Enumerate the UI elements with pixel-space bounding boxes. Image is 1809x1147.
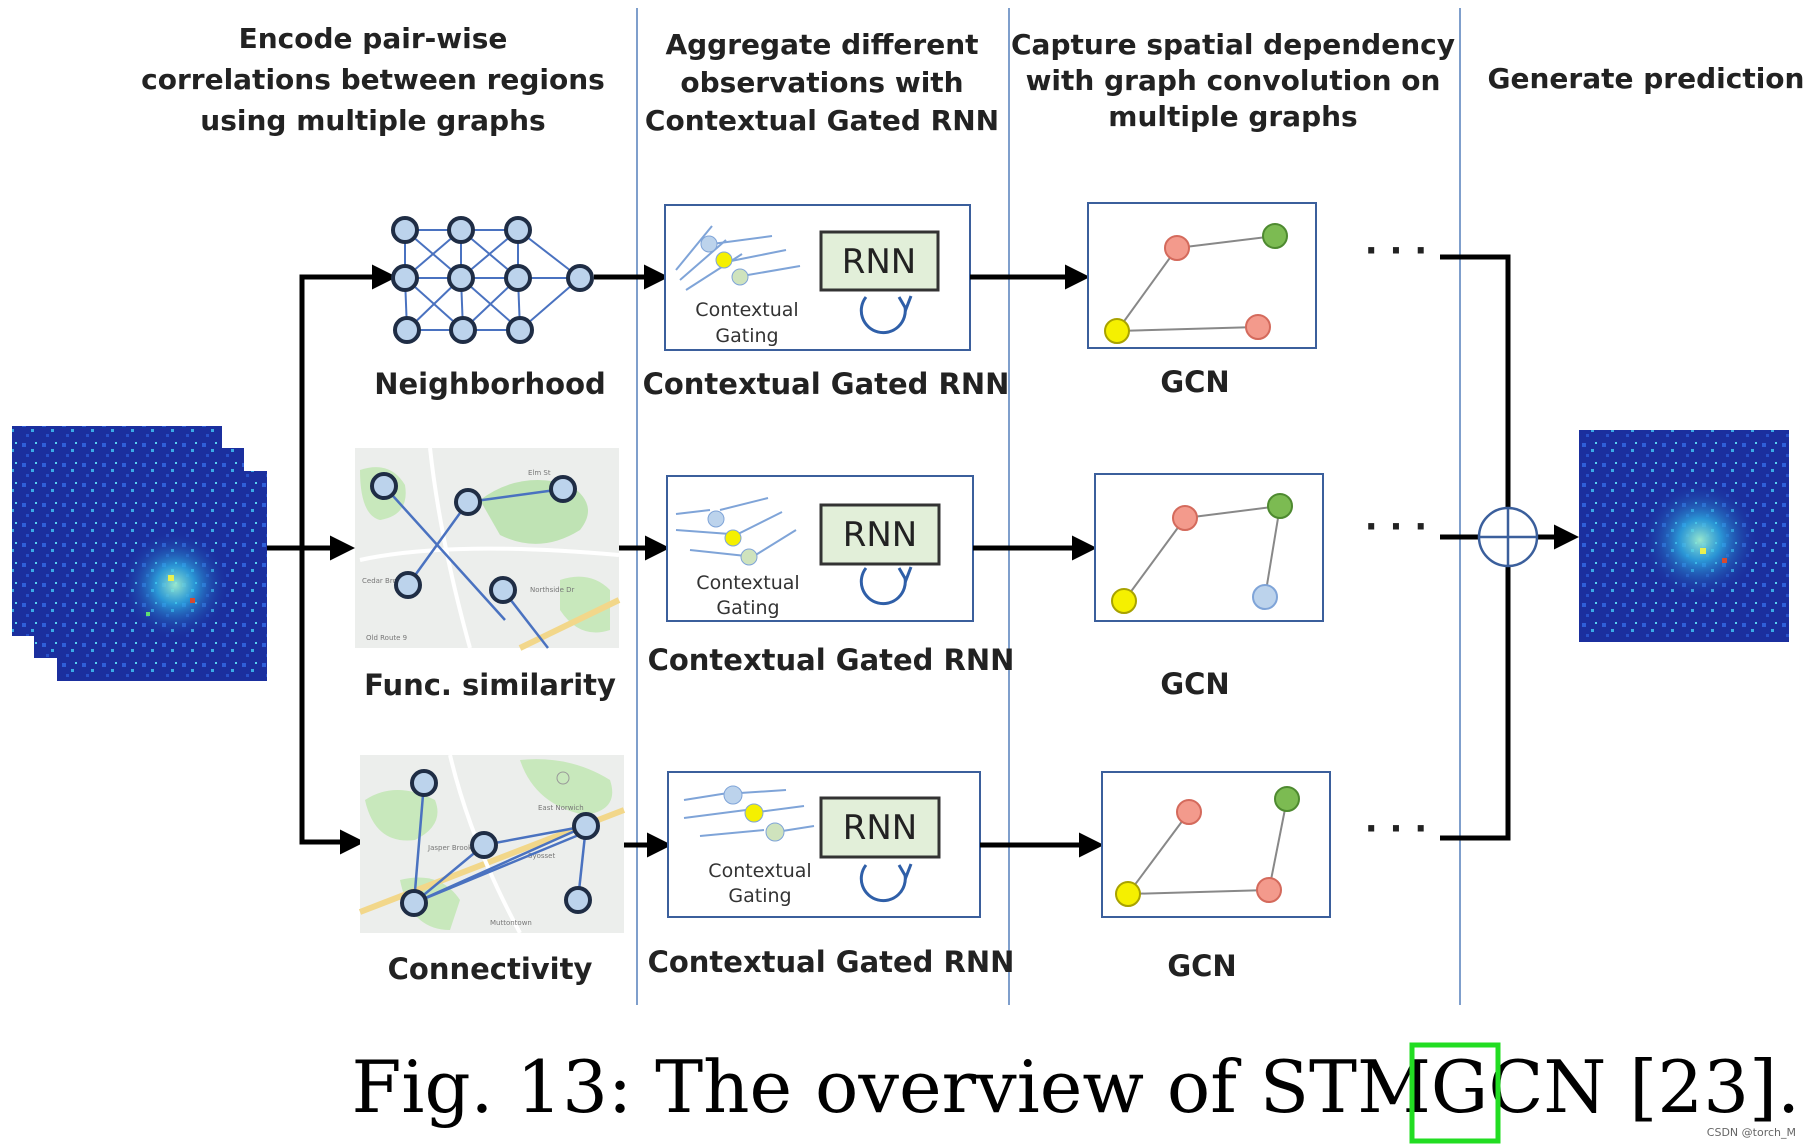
contextual-gating-label: Gating — [716, 597, 779, 619]
graph-node — [393, 316, 421, 344]
graph-to-rnn-arrows — [594, 264, 672, 858]
header-col3-line3: multiple graphs — [1108, 100, 1357, 133]
ellipsis-group: · · · · · · · · · — [1365, 231, 1427, 849]
graph-node — [564, 886, 592, 914]
gcn-block-2 — [1094, 473, 1324, 622]
header-col2-line2: observations with — [680, 66, 963, 99]
gcn-node — [1164, 235, 1190, 261]
graph-node — [447, 264, 475, 292]
graph-node — [566, 264, 594, 292]
gcn-node — [1274, 786, 1300, 812]
caption-prefix: Fig. 13: The overview of STMGCN [ — [351, 1045, 1657, 1129]
graph-node — [489, 576, 517, 604]
gcn-caption-3: GCN — [1167, 949, 1236, 983]
rnn-block-3: Contextual Gating RNN — [667, 771, 981, 918]
ellipsis-2: · · · — [1365, 507, 1427, 547]
graph-node — [394, 571, 422, 599]
graph-node — [572, 812, 600, 840]
output-heatmap — [1579, 430, 1789, 642]
contextual-gating-label: Contextual — [708, 860, 811, 882]
rnn-caption-3: Contextual Gated RNN — [648, 945, 1015, 979]
graph-node — [454, 488, 482, 516]
gcn-node — [1256, 877, 1282, 903]
reference-highlight-box[interactable] — [1409, 1042, 1501, 1144]
rnn-caption-1: Contextual Gated RNN — [643, 367, 1010, 401]
map-label: Jasper Brookville — [427, 844, 486, 852]
gcn-node — [1267, 493, 1293, 519]
ellipsis-3: · · · — [1365, 809, 1427, 849]
gcn-block-1 — [1087, 202, 1317, 349]
map-label: East Norwich — [538, 804, 584, 812]
graph-node — [391, 264, 419, 292]
rnn-block-2: Contextual Gating RNN — [666, 475, 974, 622]
header-col2-line1: Aggregate different — [665, 28, 978, 61]
rnn-label: RNN — [842, 242, 917, 282]
header-col1-line1: Encode pair-wise — [239, 22, 508, 55]
graph-node — [449, 316, 477, 344]
figure-caption: Fig. 13: The overview of STMGCN [23]. — [351, 1045, 1800, 1129]
rnn-caption-2: Contextual Gated RNN — [648, 643, 1015, 677]
header-col4: Generate prediction — [1488, 62, 1805, 95]
gcn-node — [1245, 314, 1271, 340]
header-col1-line2: correlations between regions — [141, 63, 605, 96]
graph-node — [400, 889, 428, 917]
label-neighborhood: Neighborhood — [374, 367, 606, 401]
contextual-gating-label: Gating — [728, 885, 791, 907]
graph-node — [504, 216, 532, 244]
input-arrows — [267, 264, 397, 855]
graph-node — [506, 316, 534, 344]
caption-ref[interactable]: 23 — [1657, 1045, 1749, 1129]
graph-node — [391, 216, 419, 244]
sum-node-icon — [1477, 506, 1539, 568]
map-label: Muttontown — [490, 919, 532, 927]
graph-node — [470, 831, 498, 859]
ellipsis-1: · · · — [1365, 231, 1427, 271]
contextual-gating-label: Gating — [715, 325, 778, 347]
watermark: CSDN @torch_M — [1707, 1126, 1796, 1139]
contextual-gating-label: Contextual — [695, 299, 798, 321]
map-label: Syosset — [528, 852, 555, 860]
graph-node — [504, 264, 532, 292]
header-col3-line2: with graph convolution on — [1026, 64, 1441, 97]
connectivity-map: East Norwich Jasper Brookville Muttontow… — [358, 754, 626, 934]
column-headers: Encode pair-wise correlations between re… — [141, 22, 1804, 137]
rnn-label: RNN — [843, 808, 918, 848]
map-label: Cedar Brook — [362, 577, 406, 585]
input-heatmap-stack — [12, 426, 267, 681]
gcn-node — [1252, 584, 1278, 610]
rnn-block-1: Contextual Gating RNN — [664, 204, 971, 351]
func-similarity-map: Cedar Brook Northside Dr Old Route 9 Elm… — [355, 447, 621, 651]
rnn-to-gcn-arrows — [970, 264, 1104, 858]
gcn-node — [1104, 318, 1130, 344]
header-col1-line3: using multiple graphs — [200, 104, 545, 137]
caption-suffix: ]. — [1749, 1045, 1800, 1129]
gcn-block-3 — [1101, 771, 1331, 918]
gcn-caption-2: GCN — [1160, 667, 1229, 701]
neighborhood-graph — [391, 216, 594, 344]
contextual-gating-label: Contextual — [696, 572, 799, 594]
label-connectivity: Connectivity — [388, 952, 593, 986]
gcn-node — [1111, 588, 1137, 614]
graph-node — [410, 769, 438, 797]
gcn-node — [1176, 799, 1202, 825]
gcn-node — [1115, 881, 1141, 907]
header-col3-line1: Capture spatial dependency — [1011, 28, 1455, 61]
map-label: Northside Dr — [530, 586, 575, 594]
map-label: Elm St — [528, 469, 551, 477]
map-label: Old Route 9 — [366, 634, 407, 642]
graph-node — [549, 475, 577, 503]
gcn-node — [1262, 223, 1288, 249]
gcn-node — [1172, 505, 1198, 531]
gcn-caption-1: GCN — [1160, 365, 1229, 399]
rnn-label: RNN — [843, 515, 918, 555]
graph-node — [447, 216, 475, 244]
label-func-similarity: Func. similarity — [364, 668, 616, 702]
header-col2-line3: Contextual Gated RNN — [645, 104, 999, 137]
graph-node — [370, 472, 398, 500]
